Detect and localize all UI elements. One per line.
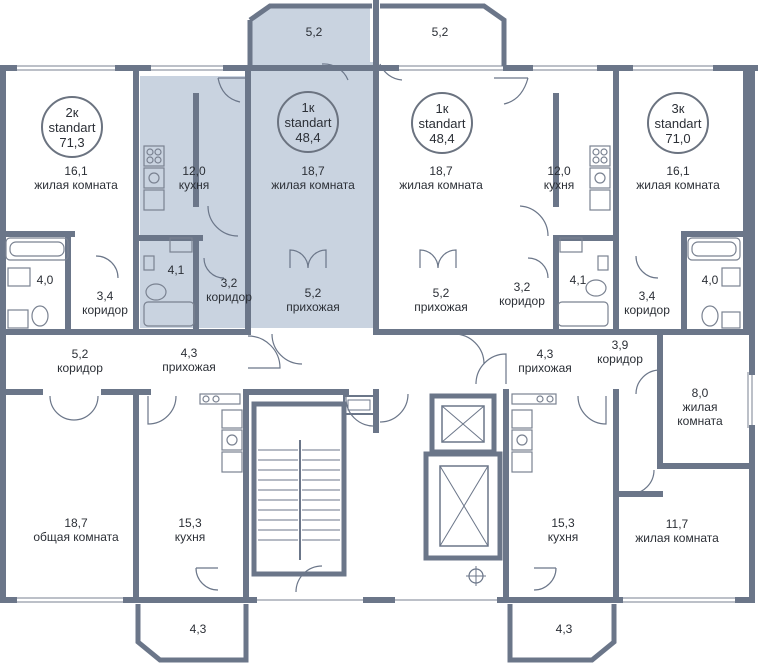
apartment-area: 48,4 [295,129,321,145]
apartment-rooms: 3к [671,100,685,116]
room-bathroom: 4,1 [167,263,185,277]
room-bathroom: 4,0 [36,273,54,287]
apartment-badge-3k[interactable]: 3к standart 71,0 [647,92,709,154]
apartment-badge-1k[interactable]: 1к standart 48,4 [411,92,473,154]
apartment-area: 48,4 [429,130,455,146]
room-bathroom: 4,1 [569,273,587,287]
apartment-rooms: 2к [65,104,79,120]
apartment-rooms: 1к [301,99,315,115]
room-balcony: 4,3 [555,622,573,636]
apartment-type: standart [284,114,332,130]
room-balcony: 5,2 [305,25,323,39]
room-balcony: 4,3 [189,622,207,636]
doors [49,63,661,593]
apartment-type: standart [48,119,96,135]
room-balcony: 5,2 [431,25,449,39]
room-bathroom: 4,0 [701,273,719,287]
apartment-badge-2k[interactable]: 2к standart 71,3 [41,96,103,158]
windows [14,65,753,603]
stair-and-lifts [251,393,503,586]
apartment-area: 71,0 [665,130,691,146]
apartment-type: standart [654,115,702,131]
fixtures [5,145,741,473]
apartment-type: standart [418,115,466,131]
apartment-area: 71,3 [59,134,85,150]
apartment-badge-1k-selected[interactable]: 1к standart 48,4 [277,91,339,153]
bay-windows [135,3,617,663]
apartment-rooms: 1к [435,100,449,116]
walls [0,0,758,603]
